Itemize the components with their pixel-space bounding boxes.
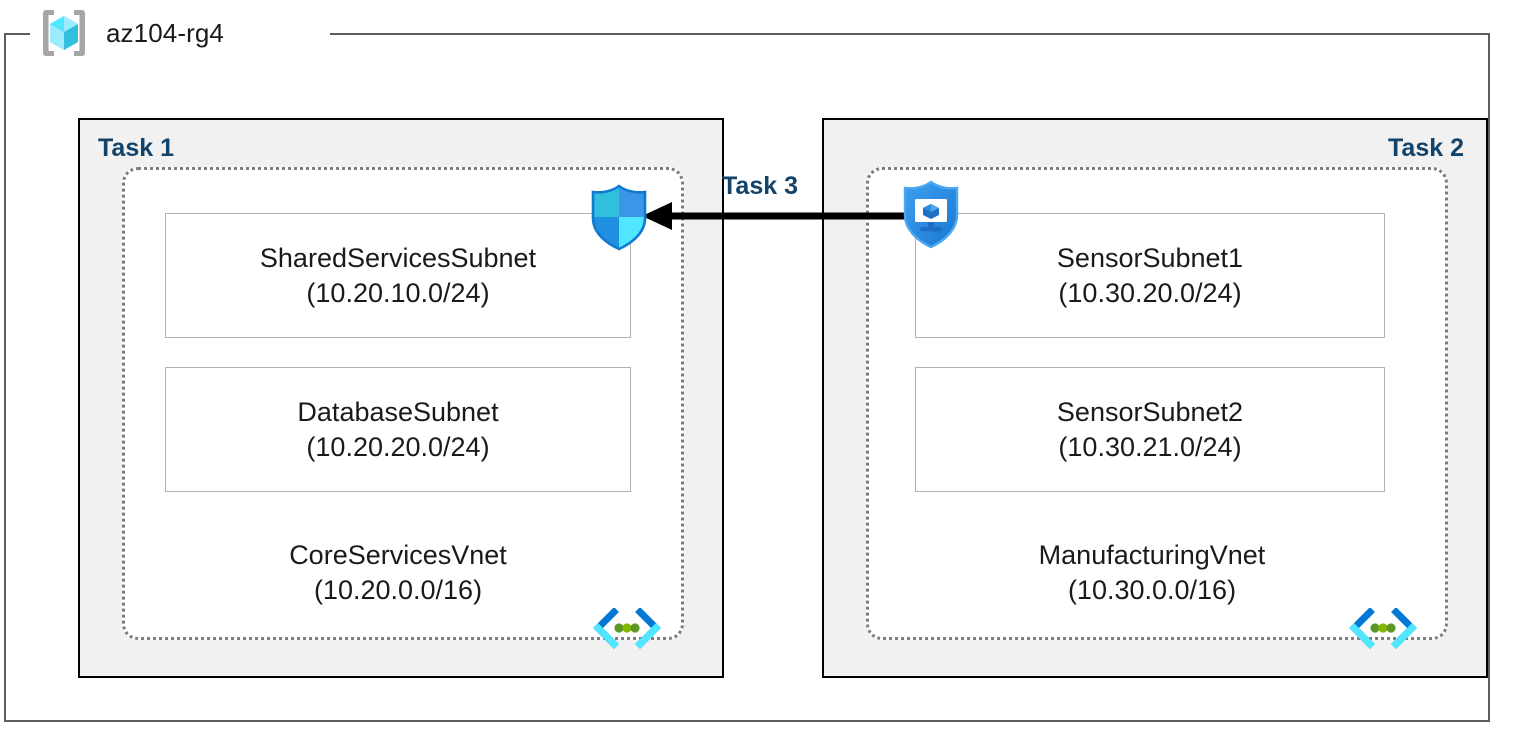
subnet-name: SensorSubnet1	[1056, 242, 1244, 273]
subnet-database: DatabaseSubnet (10.20.20.0/24)	[165, 367, 631, 492]
arrow-left-icon	[640, 196, 908, 236]
shield-monitor-icon	[898, 178, 964, 250]
subnet-cidr: (10.30.20.0/24)	[1058, 277, 1242, 308]
subnet-cidr: (10.20.10.0/24)	[306, 277, 490, 308]
resource-group-boundary	[4, 33, 1490, 722]
subnet-sensor2: SensorSubnet2 (10.30.21.0/24)	[915, 367, 1385, 492]
vnet-icon	[592, 607, 662, 652]
subnet-shared-services: SharedServicesSubnet (10.20.10.0/24)	[165, 213, 631, 338]
subnet-name: SharedServicesSubnet	[259, 242, 537, 273]
vnet-cidr: (10.20.0.0/16)	[313, 574, 483, 605]
task2-label: Task 2	[1388, 134, 1464, 162]
azure-resource-group-icon	[36, 5, 92, 61]
vnet-manufacturing-caption: ManufacturingVnet (10.30.0.0/16)	[917, 538, 1387, 607]
vnet-name: ManufacturingVnet	[1038, 540, 1266, 570]
subnet-cidr: (10.30.21.0/24)	[1058, 431, 1242, 462]
vnet-icon	[1348, 607, 1418, 652]
vnet-cidr: (10.30.0.0/16)	[1067, 574, 1237, 605]
subnet-sensor1: SensorSubnet1 (10.30.20.0/24)	[915, 213, 1385, 338]
subnet-name: DatabaseSubnet	[297, 396, 499, 427]
vnet-name: CoreServicesVnet	[289, 540, 507, 570]
resource-group-header-gap	[30, 24, 330, 44]
subnet-cidr: (10.20.20.0/24)	[306, 431, 490, 462]
shield-icon	[584, 182, 654, 252]
subnet-name: SensorSubnet2	[1056, 396, 1244, 427]
vnet-core-services-caption: CoreServicesVnet (10.20.0.0/16)	[165, 538, 631, 607]
task1-label: Task 1	[98, 134, 174, 162]
task3-label: Task 3	[722, 172, 798, 200]
resource-group-name: az104-rg4	[106, 17, 224, 48]
resource-group-header: az104-rg4	[36, 4, 224, 62]
